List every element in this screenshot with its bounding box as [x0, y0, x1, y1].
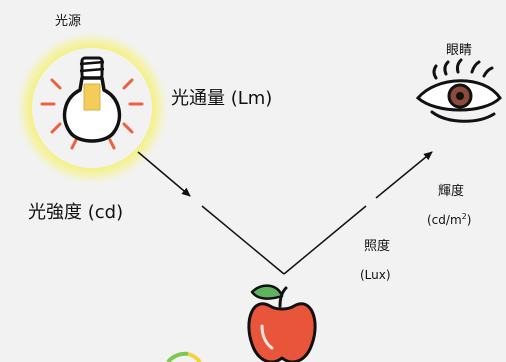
luminance-unit-prefix: (cd/m: [427, 213, 462, 227]
eye-label: 眼睛: [446, 43, 473, 58]
light-source-label: 光源: [55, 14, 82, 29]
luminous-flux-label: 光通量 (Lm): [171, 88, 273, 109]
luminance-unit-exponent: 2: [461, 212, 467, 221]
reflected-arrow: [375, 151, 433, 199]
luminance-label: 輝度: [438, 184, 465, 199]
luminous-intensity-label: 光強度 (cd): [28, 202, 124, 223]
light-bulb-icon: [40, 56, 144, 150]
reflected-line: [283, 205, 367, 275]
apple-icon: [247, 284, 317, 362]
cropped-element: [166, 351, 202, 362]
eye-icon: [415, 58, 502, 123]
luminance-unit-suffix: ): [466, 213, 472, 227]
incident-line: [201, 205, 285, 275]
luminance-unit-label: (cd/m2): [427, 212, 472, 227]
incident-arrow: [137, 151, 191, 197]
illuminance-label: 照度: [364, 239, 391, 254]
illuminance-unit-label: (Lux): [360, 268, 391, 282]
